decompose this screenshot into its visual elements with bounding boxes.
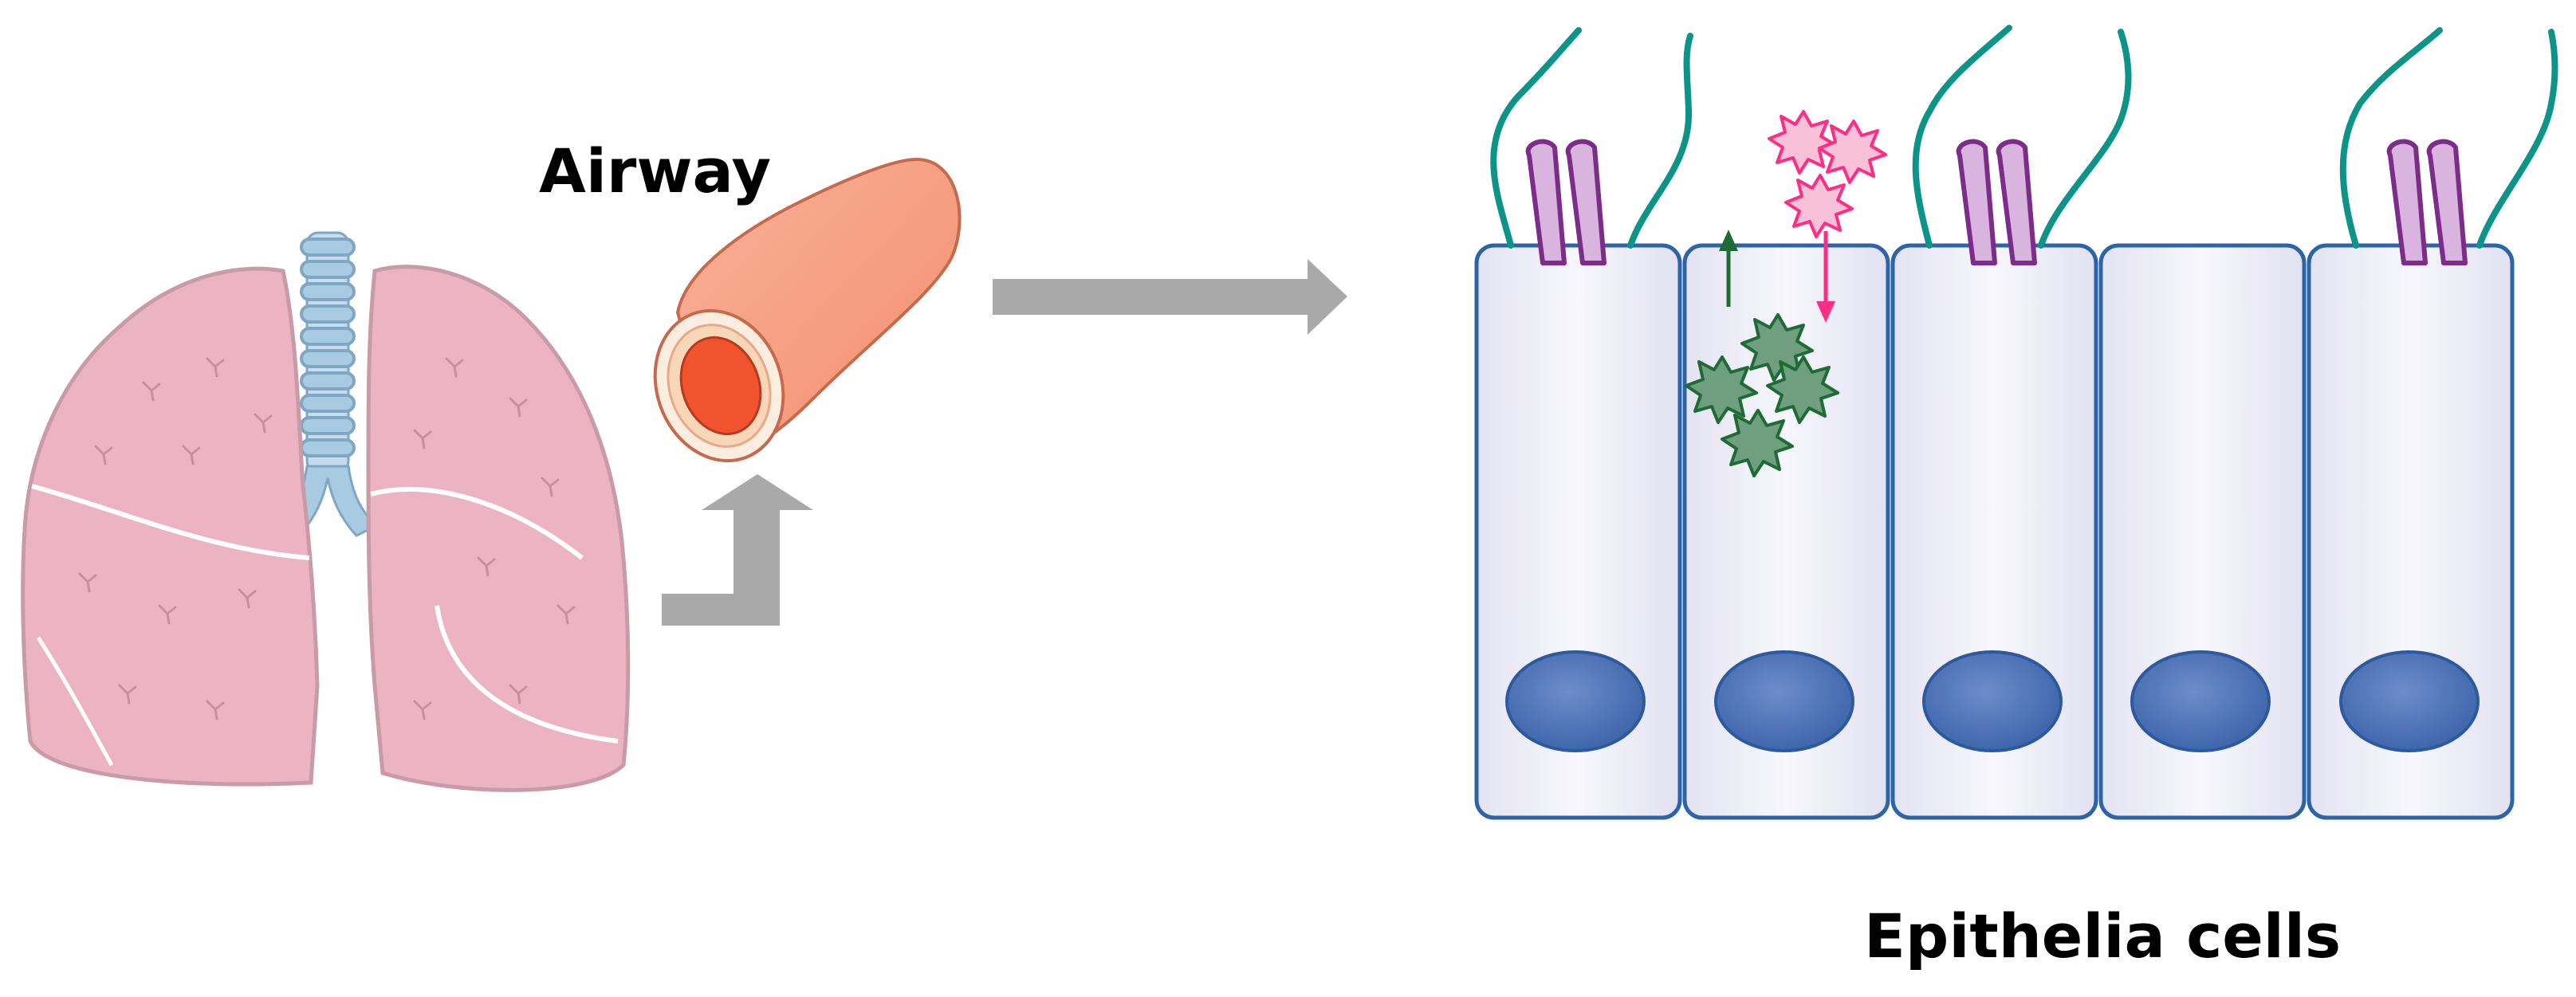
receptor [1956, 139, 1997, 265]
nucleus [2130, 650, 2271, 752]
trachea [277, 231, 379, 537]
receptor [2386, 139, 2428, 265]
cilium [2476, 29, 2558, 249]
cilium [1490, 27, 1582, 249]
left-lung [21, 266, 320, 787]
bent-arrow [662, 474, 813, 626]
cilium [2038, 29, 2132, 249]
cilium [1912, 25, 2012, 249]
pink-molecule [1818, 120, 1887, 184]
receptor [1525, 139, 1567, 265]
receptor [1565, 139, 1607, 265]
green-molecule [1721, 409, 1794, 477]
green-molecule [1685, 355, 1758, 424]
lungs-illustration [21, 231, 631, 792]
up-arrow [1719, 230, 1738, 307]
epithelial-layer [1474, 25, 2558, 820]
down-arrow [1816, 231, 1835, 323]
pink-molecule [1768, 110, 1837, 175]
green-molecule [1766, 355, 1839, 424]
cilium [2339, 27, 2443, 249]
pink-molecule [1784, 174, 1854, 238]
nucleus [1505, 650, 1646, 752]
right-arrow [993, 259, 1347, 335]
receptor [2426, 139, 2468, 265]
epithelia-cells-label: Epithelia cells [1864, 901, 2342, 971]
nucleus [1714, 650, 1854, 752]
right-lung [366, 265, 631, 792]
airway-tube [653, 157, 962, 463]
nucleus [1922, 650, 2063, 752]
airway-label: Airway [539, 135, 772, 206]
nucleus [2339, 650, 2480, 752]
green-molecule [1740, 313, 1814, 382]
receptor [1996, 139, 2037, 265]
cilium [1627, 33, 1693, 249]
